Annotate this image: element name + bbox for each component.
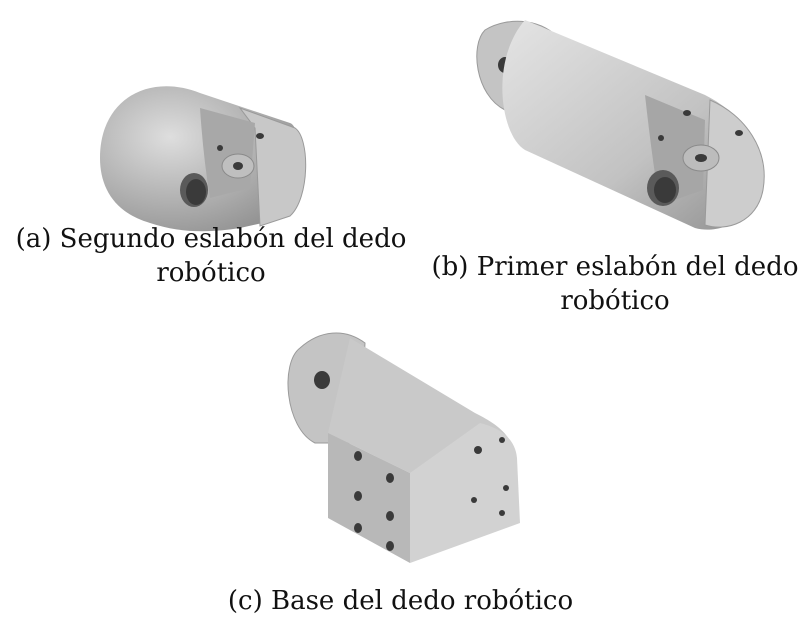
subfigure-a-caption-line2: robótico [156, 258, 266, 288]
subfigure-b-image [465, 0, 770, 240]
base-render [287, 332, 520, 563]
subfigure-a-caption: (a) Segundo eslabón del dedo robótico [6, 222, 416, 290]
subfigure-b-caption: (b) Primer eslabón del dedo robótico [430, 250, 800, 318]
subfigure-c-caption-line1: (c) Base del dedo robótico [227, 586, 574, 616]
second-link-render [100, 86, 307, 232]
subfigure-c-caption: (c) Base del dedo robótico [0, 584, 801, 618]
subfigure-a-caption-line1: (a) Segundo eslabón del dedo [15, 224, 407, 254]
subfigure-c-image [270, 318, 540, 568]
subfigure-b-caption-line2: robótico [560, 286, 670, 316]
subfigure-b-caption-line1: (b) Primer eslabón del dedo [431, 252, 799, 282]
first-link-render [476, 20, 765, 230]
subfigure-a-image [90, 68, 330, 238]
